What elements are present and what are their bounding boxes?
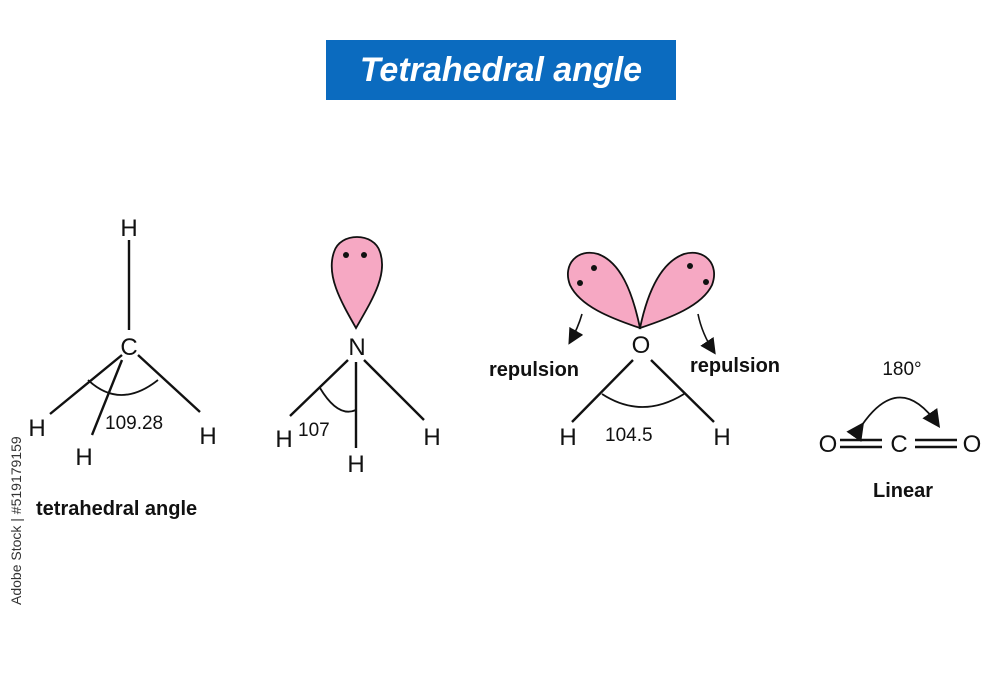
co2-caption: Linear <box>873 480 933 502</box>
methane-atom-left: H <box>28 415 45 442</box>
water-repulsion-label-left: repulsion <box>489 359 579 381</box>
water-electron-dot <box>591 265 597 271</box>
water-bond-right <box>650 359 715 423</box>
ammonia-atom-center: N <box>348 334 365 361</box>
ammonia-atom-left: H <box>275 426 292 453</box>
water-bond-left <box>571 359 634 423</box>
methane-molecule: H C H H H 109.28 tetrahedral angle <box>28 215 216 520</box>
co2-angle-label: 180° <box>882 359 921 380</box>
methane-atom-top: H <box>120 215 137 242</box>
co2-angle-arrow <box>846 396 941 442</box>
water-electron-dot <box>703 279 709 285</box>
ammonia-atom-right: H <box>423 424 440 451</box>
methane-angle-arc <box>87 379 159 396</box>
co2-atom-center: C <box>890 431 907 458</box>
water-angle-label: 104.5 <box>605 425 653 446</box>
ammonia-lone-pair-lobe <box>330 236 384 330</box>
methane-atom-right: H <box>199 423 216 450</box>
ammonia-angle-label: 107 <box>298 420 330 441</box>
water-repulsion-label-right: repulsion <box>690 355 780 377</box>
methane-bond-bottom <box>90 359 124 436</box>
water-repulsion-arrow-right <box>697 313 716 355</box>
co2-molecule: O C O 180° Linear <box>819 359 982 502</box>
methane-caption: tetrahedral angle <box>36 498 197 520</box>
water-electron-dot <box>577 280 583 286</box>
ammonia-molecule: N H H H 107 <box>275 236 441 478</box>
ammonia-electron-dot <box>361 252 367 258</box>
methane-atom-bottom: H <box>75 444 92 471</box>
water-repulsion-arrow-left <box>568 313 584 345</box>
stock-credit: Adobe Stock | #519179159 <box>8 436 24 605</box>
water-lone-pair-lobe-right <box>638 251 715 330</box>
ammonia-angle-arc <box>319 387 357 413</box>
co2-atom-right: O <box>963 431 982 458</box>
page-title: Tetrahedral angle <box>326 40 676 100</box>
co2-atom-left: O <box>819 431 838 458</box>
ammonia-electron-dot <box>343 252 349 258</box>
water-molecule: O H H 104.5 repulsion repulsion <box>489 251 780 451</box>
water-atom-center: O <box>632 332 651 359</box>
water-angle-arc <box>601 393 685 408</box>
water-atom-right: H <box>713 424 730 451</box>
water-atom-left: H <box>559 424 576 451</box>
ammonia-atom-bottom: H <box>347 451 364 478</box>
ammonia-bond-right <box>363 359 425 421</box>
methane-bond-left <box>49 354 123 415</box>
methane-atom-center: C <box>120 334 137 361</box>
water-electron-dot <box>687 263 693 269</box>
methane-bond-right <box>137 354 201 413</box>
water-lone-pair-lobe-left <box>567 251 642 330</box>
ammonia-bond-left <box>289 359 349 417</box>
methane-angle-label: 109.28 <box>105 413 163 434</box>
